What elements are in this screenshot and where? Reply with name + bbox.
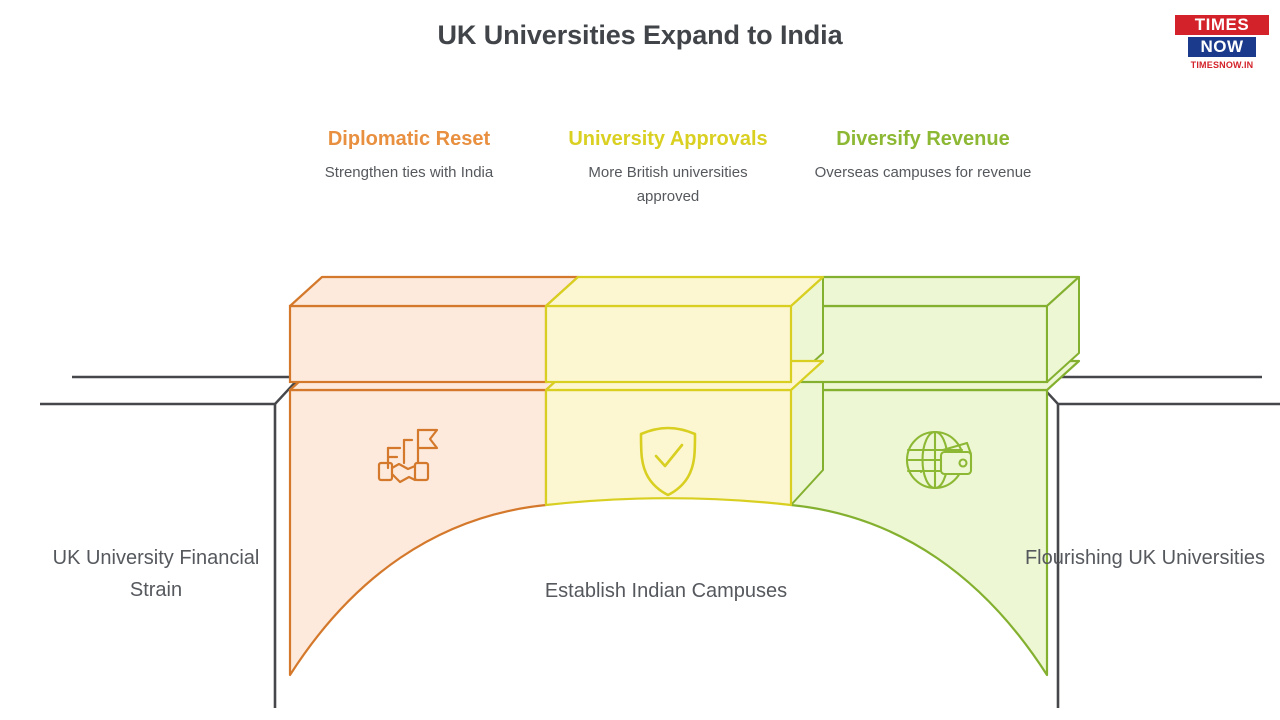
endpoint-label-left: UK University Financial Strain xyxy=(52,547,260,601)
logo-times-row: TIMES xyxy=(1174,14,1270,36)
step-1-desc: More British universities approved xyxy=(588,164,748,205)
logo-now-text: NOW xyxy=(1187,36,1257,58)
orange-upper-front xyxy=(288,304,548,384)
green-upper-top xyxy=(789,275,1081,308)
handshake-flags-icon xyxy=(377,428,439,484)
road-right xyxy=(1032,375,1280,708)
handshake-cuff-right xyxy=(413,461,430,482)
times-now-logo: TIMES NOW TIMESNOW.IN xyxy=(1174,14,1270,70)
wallet-clasp xyxy=(958,458,968,468)
wallet-body xyxy=(939,450,973,476)
block-diversify-revenue xyxy=(789,275,1081,677)
yellow-lower-front xyxy=(544,388,793,507)
block-diplomatic-reset xyxy=(288,275,580,677)
step-university-approvals: University Approvals More British univer… xyxy=(556,124,780,209)
yellow-upper-top xyxy=(544,275,825,308)
globe-wallet-icon xyxy=(905,430,973,490)
orange-lower-front xyxy=(288,388,548,677)
wallet-flap xyxy=(941,441,973,456)
block-university-approvals xyxy=(544,275,825,507)
step-diversify-revenue: Diversify Revenue Overseas campuses for … xyxy=(812,124,1034,185)
flag-banner-far-left xyxy=(386,446,402,459)
check-mark xyxy=(654,443,684,468)
flag-banner-right xyxy=(416,428,439,450)
shield-outline xyxy=(639,426,697,497)
step-0-desc: Strengthen ties with India xyxy=(324,164,494,181)
orange-upper-top xyxy=(288,275,580,308)
step-diplomatic-reset: Diplomatic Reset Strengthen ties with In… xyxy=(286,124,532,185)
green-upper-right-side xyxy=(1046,276,1080,383)
step-1-title: University Approvals xyxy=(568,128,768,150)
endpoint-label-center: Establish Indian Campuses xyxy=(544,580,788,602)
step-2-title: Diversify Revenue xyxy=(836,128,1010,150)
page-title: UK Universities Expand to India xyxy=(437,20,843,50)
shield-check-icon xyxy=(639,426,697,497)
logo-times-text: TIMES xyxy=(1174,14,1270,36)
step-2-desc: Overseas campuses for revenue xyxy=(814,164,1032,181)
step-0-title: Diplomatic Reset xyxy=(327,128,491,150)
logo-url-text: TIMESNOW.IN xyxy=(1190,60,1254,70)
green-upper-front xyxy=(789,304,1049,384)
yellow-upper-front xyxy=(544,304,793,384)
green-lower-front xyxy=(789,388,1049,677)
handshake-bottom xyxy=(390,472,417,484)
handshake-top xyxy=(390,462,417,471)
endpoint-label-right: Flourishing UK Universities xyxy=(1024,547,1266,569)
handshake-cuff-left xyxy=(377,461,394,482)
